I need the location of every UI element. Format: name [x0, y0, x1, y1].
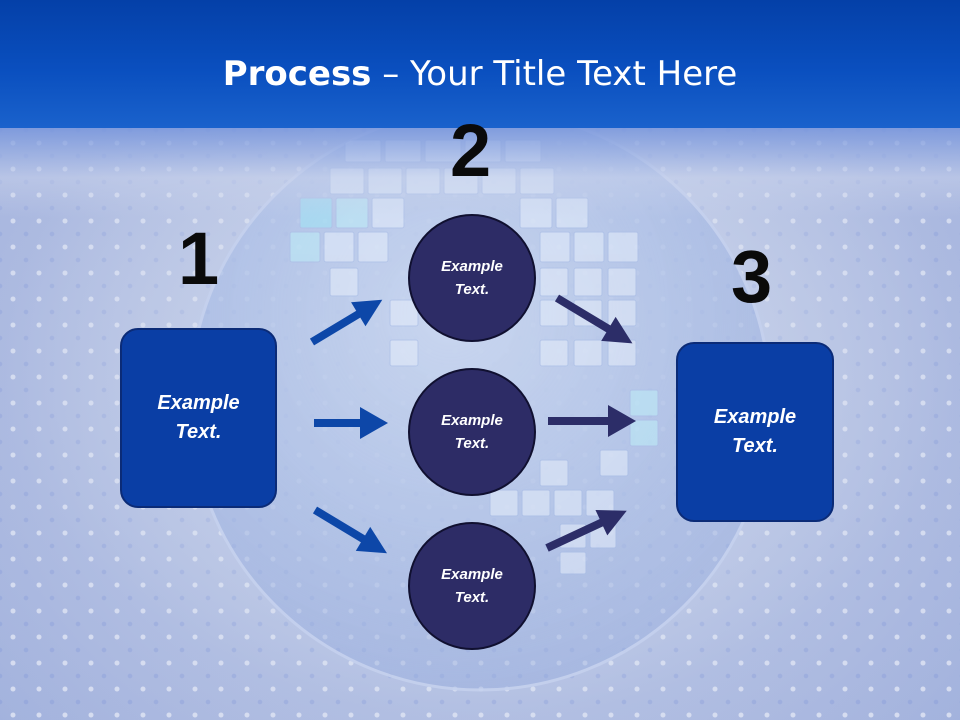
arrow-left-to-middle [314, 407, 388, 439]
title-rest: – Your Title Text Here [371, 54, 738, 94]
slide-title: Process – Your Title Text Here [0, 54, 960, 94]
circle-bottom: Example Text. [408, 522, 536, 650]
step-number-1: 1 [178, 217, 220, 300]
arrow-top-to-right [554, 294, 633, 344]
title-bold: Process [222, 54, 372, 94]
title-banner-fade [0, 128, 960, 218]
arrow-left-to-top [309, 299, 383, 346]
arrow-bottom-to-right [545, 509, 627, 552]
left-text-box: Example Text. [120, 328, 277, 508]
step-number-2: 2 [450, 109, 492, 192]
circle-top: Example Text. [408, 214, 536, 342]
arrow-middle-to-right [548, 405, 636, 437]
right-text-box: Example Text. [676, 342, 834, 522]
circle-middle: Example Text. [408, 368, 536, 496]
arrow-left-to-bottom [312, 506, 388, 554]
title-banner [0, 0, 960, 128]
step-number-3: 3 [731, 235, 773, 318]
